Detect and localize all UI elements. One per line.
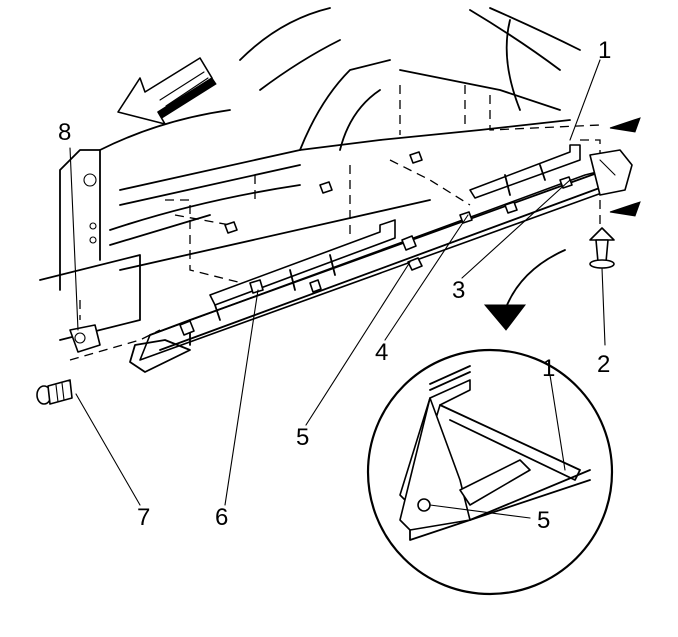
detail-inset <box>366 348 614 596</box>
detail-callout-5: 5 <box>537 507 550 534</box>
alignment-dashed-lines <box>69 85 601 361</box>
leader-lines <box>69 59 606 519</box>
insert-arrows-icon <box>609 117 641 217</box>
rocker-molding <box>139 144 621 361</box>
callout-4: 4 <box>375 339 388 366</box>
callout-labels: 1 2 3 4 5 6 7 8 1 5 <box>58 37 611 534</box>
callout-1: 1 <box>598 37 611 64</box>
vehicle-body-outline <box>39 7 581 341</box>
callout-2: 2 <box>597 351 610 378</box>
callout-8: 8 <box>58 119 71 146</box>
rear-end-cap <box>589 149 633 196</box>
screw <box>36 379 73 405</box>
callout-6: 6 <box>215 504 228 531</box>
callout-7: 7 <box>137 504 150 531</box>
retainer-clips <box>179 151 573 336</box>
push-pin-retainer <box>589 227 615 269</box>
detail-view-arrow-icon <box>483 249 566 331</box>
detail-callout-1: 1 <box>542 355 555 382</box>
callout-5: 5 <box>296 424 309 451</box>
callout-3: 3 <box>452 277 465 304</box>
front-direction-arrow-icon <box>117 57 217 125</box>
front-bracket <box>69 324 191 373</box>
